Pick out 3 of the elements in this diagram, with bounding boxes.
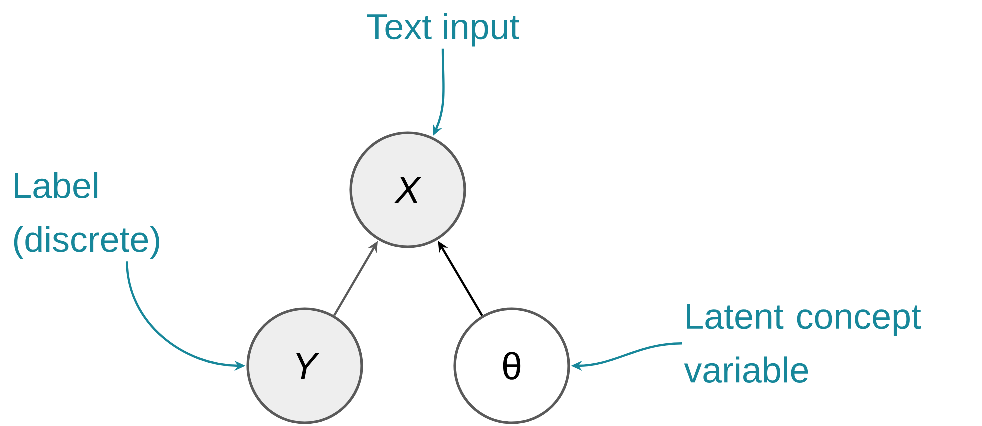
annotation-text: Text input xyxy=(367,13,520,47)
annotation-text: Latent concept variable xyxy=(684,304,922,384)
annotation-text: Label (discrete) xyxy=(14,172,160,260)
